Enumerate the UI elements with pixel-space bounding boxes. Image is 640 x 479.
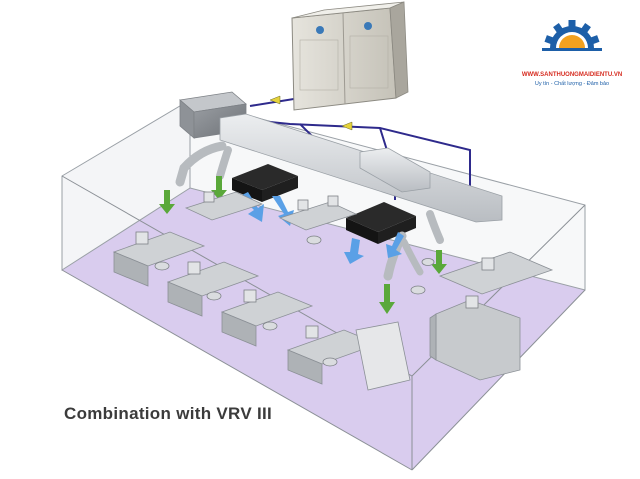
diagram-caption: Combination with VRV III (64, 404, 273, 423)
logo-url-text: WWW.SANTHUONGMAIDIENTU.VN (521, 72, 623, 78)
return-air-arrows (159, 176, 447, 314)
indoor-unit-right (346, 202, 416, 244)
pipe-flow-arrow-1 (269, 95, 281, 105)
duct-branch (359, 147, 431, 193)
flex-duct-1 (175, 141, 227, 187)
gear-shape (550, 26, 594, 48)
flex-duct-2 (216, 146, 232, 180)
room-floor (62, 188, 585, 470)
office-chairs (154, 235, 435, 367)
sun-shape (559, 35, 585, 48)
company-logo: WWW.SANTHUONGMAIDIENTU.VN Uy tín - Chất … (516, 14, 628, 104)
indoor-unit-left (232, 164, 298, 202)
flex-duct-5 (400, 238, 424, 276)
gear-sun-logo-icon (542, 20, 602, 51)
monitors (135, 191, 495, 339)
flex-duct-3 (426, 210, 444, 244)
room-front-left-edge (61, 269, 413, 471)
room-front-right-edge (411, 289, 586, 471)
logo-tagline: Uy tín - Chất lượng - Đảm bảo (534, 81, 610, 87)
pipe-flow-arrow-2 (341, 121, 353, 131)
outdoor-unit (291, 1, 409, 111)
